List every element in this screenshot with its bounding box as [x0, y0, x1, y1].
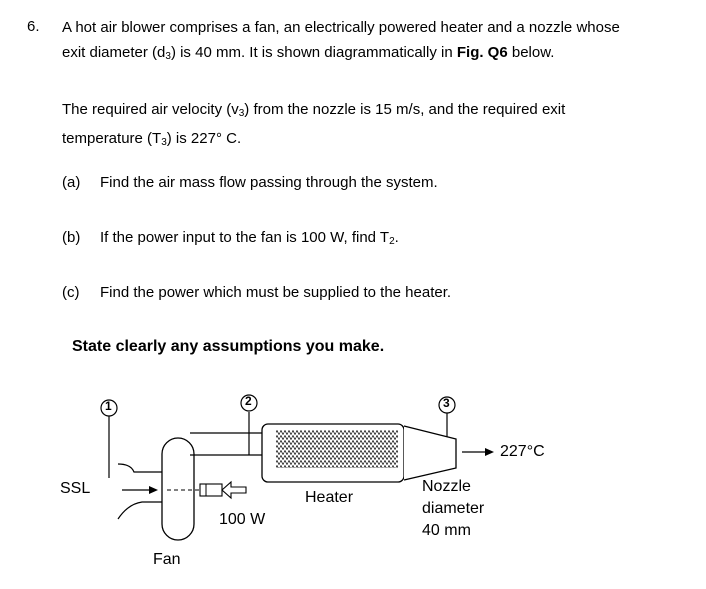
subscript: 2 [389, 236, 395, 247]
exit-temperature-label: 227°C [500, 443, 545, 460]
intro-line-1: A hot air blower comprises a fan, an ele… [62, 19, 620, 36]
nozzle-label-line: diameter [422, 500, 485, 517]
intro-text: ) is 40 mm. It is shown diagrammatically… [170, 44, 457, 61]
req-text: The required air velocity (v [62, 101, 239, 118]
requirements-paragraph: The required air velocity (v3) from the … [62, 97, 565, 155]
station-1-marker [100, 399, 118, 417]
station-3-marker [438, 396, 456, 414]
req-text: ) is 227° C. [166, 130, 242, 147]
part-b: (b) If the power input to the fan is 100 … [62, 229, 399, 247]
station-1-number: 1 [105, 399, 112, 413]
assumptions-note: State clearly any assumptions you make. [72, 338, 385, 355]
nozzle-label-line: 40 mm [422, 522, 471, 539]
part-label: (b) [62, 229, 81, 246]
req-line-2: temperature (T3) is 227° C. [62, 126, 565, 155]
intake-upper-wall [117, 463, 165, 473]
power-input-arrow [221, 480, 247, 500]
heater-element-icon [276, 430, 398, 468]
heater-label: Heater [305, 489, 354, 506]
inlet-arrowhead [149, 486, 158, 494]
nozzle [403, 425, 457, 481]
part-label: (a) [62, 174, 81, 191]
station-3-number: 3 [443, 396, 450, 410]
fan-label: Fan [153, 551, 181, 568]
part-text: If the power input to the fan is 100 W, … [100, 229, 390, 246]
intake-lower-wall [117, 501, 165, 520]
figure-reference: Fig. Q6 [456, 44, 508, 61]
intro-line-2: exit diameter (d3) is 40 mm. It is shown… [62, 40, 620, 69]
part-text: . [394, 229, 399, 246]
intro-text: exit diameter (d [62, 44, 166, 61]
ssl-label: SSL [60, 480, 91, 497]
nozzle-label-line: Nozzle [422, 478, 471, 495]
station-2-number: 2 [245, 394, 252, 408]
part-c: (c) Find the power which must be supplied… [62, 284, 451, 301]
station-2-marker [240, 394, 258, 412]
subscript: 3 [238, 108, 245, 119]
outlet-arrowhead [485, 448, 494, 456]
subscript: 3 [161, 137, 167, 148]
intro-paragraph: A hot air blower comprises a fan, an ele… [62, 15, 620, 69]
intro-text: below. [507, 44, 555, 61]
req-text: temperature (T [62, 130, 162, 147]
power-label: 100 W [219, 511, 266, 528]
nozzle-label: Nozzle diameter 40 mm [422, 476, 484, 542]
fan-motor [199, 483, 223, 497]
part-a: (a) Find the air mass flow passing throug… [62, 174, 438, 191]
req-line-1: The required air velocity (v3) from the … [62, 97, 565, 126]
part-label: (c) [62, 284, 80, 301]
subscript: 3 [165, 51, 171, 62]
fan-housing [161, 437, 195, 541]
part-text: Find the air mass flow passing through t… [100, 174, 438, 191]
question-number: 6. [27, 18, 40, 35]
req-text: ) from the nozzle is 15 m/s, and the req… [244, 101, 566, 118]
part-text: Find the power which must be supplied to… [100, 284, 452, 301]
